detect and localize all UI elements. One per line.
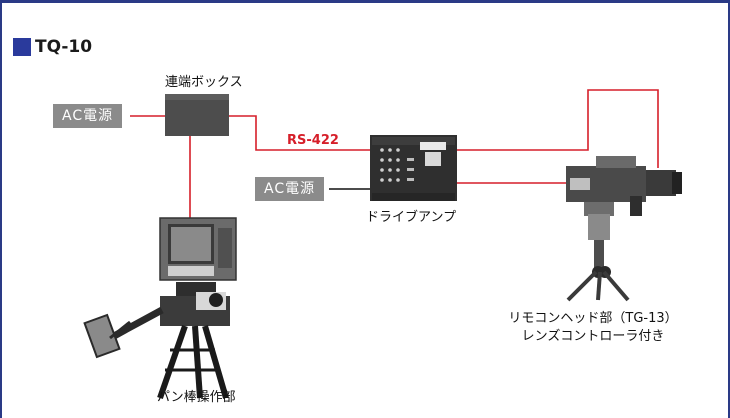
frame-left-border [0, 0, 2, 418]
title-block: TQ-10 [13, 37, 92, 57]
remote-head-camera-icon [566, 156, 682, 302]
title-marker-icon [13, 38, 31, 56]
pan-bar-operation-unit-icon [83, 217, 237, 399]
junction-box-label: 連端ボックス [165, 75, 243, 90]
rs422-label: RS-422 [287, 133, 339, 148]
diagram-title: TQ-10 [35, 37, 93, 57]
remote-head-label-line1: リモコンヘッド部（TG-13） [508, 311, 678, 326]
amp-to-head-wire-upper [457, 89, 659, 168]
drive-amp-label: ドライブアンプ [366, 210, 457, 225]
ac-power-box-2: AC電源 [255, 177, 325, 201]
frame-right-border [728, 0, 730, 418]
remote-head-label-line2: レンズコントローラ付き [521, 329, 665, 344]
remote-head-caption: リモコンヘッド部（TG-13） レンズコントローラ付き [508, 310, 678, 346]
drive-amplifier-icon [370, 135, 457, 201]
pan-bar-label: パン棒操作部 [157, 390, 236, 405]
rs422-wire [229, 115, 370, 151]
frame-top-border [0, 0, 730, 3]
junction-box-icon [165, 94, 229, 136]
ac-power-box-1: AC電源 [53, 104, 123, 128]
